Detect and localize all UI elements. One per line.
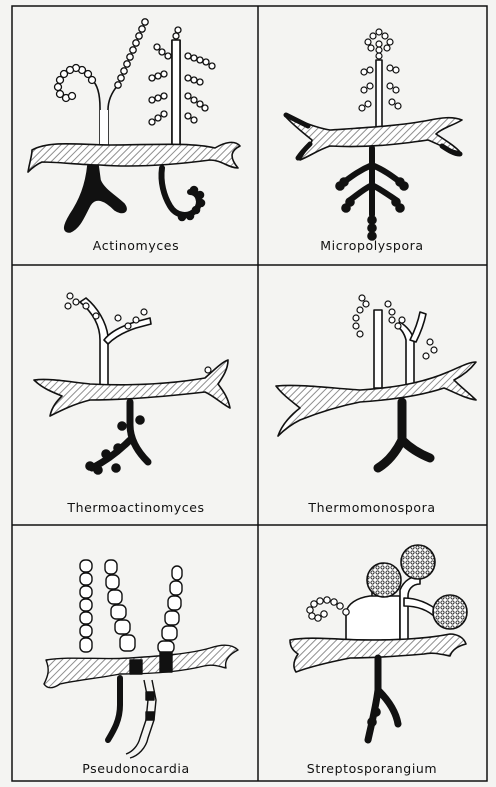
panel-label-pseudonocardia: Pseudonocardia: [14, 761, 258, 776]
panel-actinomyces-drawing: [28, 19, 240, 232]
panel-thermomonospora-drawing: [276, 295, 476, 468]
panel-thermoactinomyces-drawing: [34, 293, 230, 474]
panel-label-streptosporangium: Streptosporangium: [250, 761, 494, 776]
panel-label-micropolyspora: Micropolyspora: [250, 238, 494, 253]
panel-streptosporangium-drawing: [290, 545, 467, 740]
panel-label-thermomonospora: Thermomonospora: [250, 500, 494, 515]
panel-pseudonocardia-drawing: [44, 560, 238, 758]
panel-label-actinomyces: Actinomyces: [14, 238, 258, 253]
panel-label-thermoactinomyces: Thermoactinomyces: [14, 500, 258, 515]
panel-micropolyspora-drawing: [285, 29, 462, 240]
